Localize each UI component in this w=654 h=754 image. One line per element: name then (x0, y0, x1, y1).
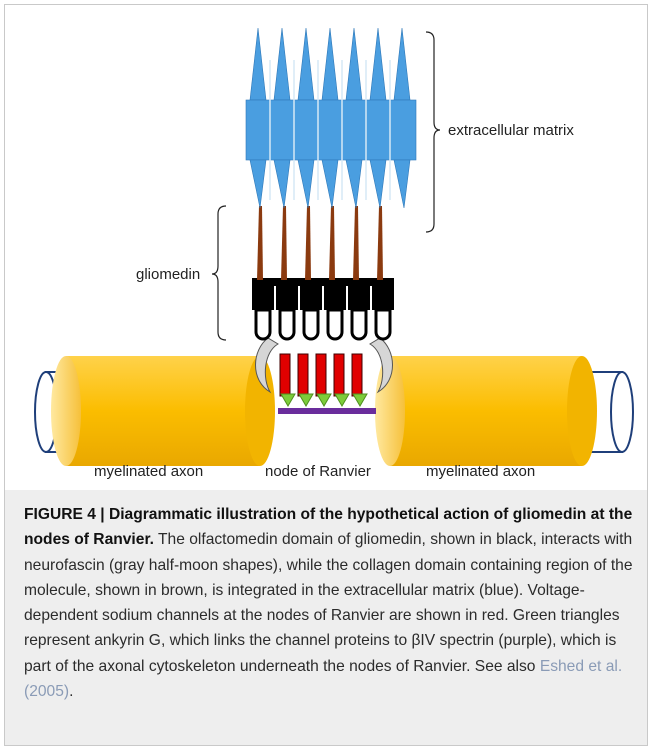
caption-body: The olfactomedin domain of gliomedin, sh… (24, 531, 633, 674)
gliomedin-bracket (212, 206, 226, 340)
myelin-sheath-right (375, 356, 597, 466)
collagen-domains (257, 206, 383, 280)
figure-caption: FIGURE 4 | Diagrammatic illustration of … (24, 502, 633, 704)
label-myelinated-axon-right: myelinated axon (426, 463, 535, 480)
label-extracellular-matrix: extracellular matrix (448, 122, 574, 139)
myelin-sheath-left (51, 356, 275, 466)
label-node-of-ranvier: node of Ranvier (265, 463, 371, 480)
gliomedin-diagram: extracellular matrix gliomedin myelinate… (0, 0, 654, 490)
ankyrin-g-triangles (281, 394, 367, 406)
label-myelinated-axon-left: myelinated axon (94, 463, 203, 480)
olfactomedin-domains (252, 278, 394, 339)
figure-caption-box: FIGURE 4 | Diagrammatic illustration of … (5, 490, 647, 745)
caption-end: . (69, 683, 73, 700)
matrix-bracket (426, 32, 440, 232)
sodium-channels (280, 354, 362, 396)
spectrin-bar (278, 408, 376, 414)
label-gliomedin: gliomedin (136, 266, 200, 283)
